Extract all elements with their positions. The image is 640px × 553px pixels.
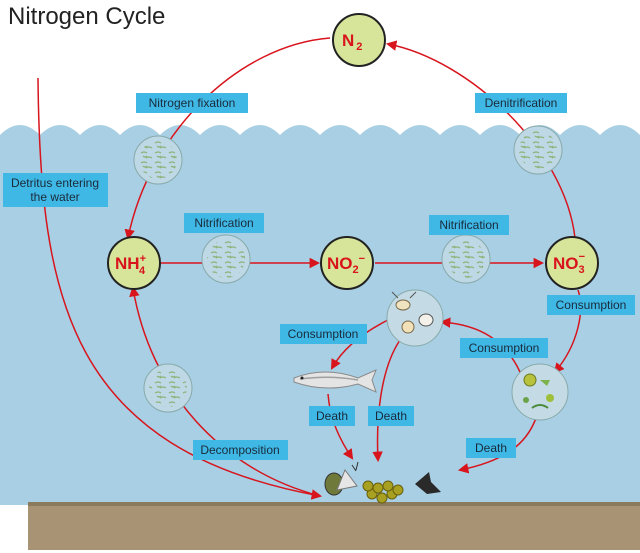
label-consumption-right: Consumption bbox=[547, 295, 635, 315]
phytoplankton-bubble bbox=[511, 363, 569, 421]
bacteria-bubble-nitrification-1 bbox=[201, 234, 251, 284]
svg-text:the water: the water bbox=[30, 190, 79, 204]
label-consumption-left: Consumption bbox=[280, 324, 367, 344]
svg-text:Death: Death bbox=[375, 409, 407, 423]
node-no3: NO3− bbox=[545, 236, 599, 290]
label-death-left: Death bbox=[309, 406, 355, 426]
label-death-right: Death bbox=[466, 438, 516, 458]
bacteria-bubble-decomposition bbox=[143, 363, 193, 413]
svg-text:Detritus entering: Detritus entering bbox=[11, 176, 99, 190]
svg-text:N2: N2 bbox=[342, 31, 362, 53]
label-nitrification-1: Nitrification bbox=[184, 213, 264, 233]
sediment-layer bbox=[28, 502, 640, 550]
svg-text:Death: Death bbox=[475, 441, 507, 455]
label-nitrification-2: Nitrification bbox=[429, 215, 509, 235]
svg-text:Nitrification: Nitrification bbox=[439, 218, 498, 232]
node-nh4: NH+4 bbox=[107, 236, 161, 290]
arrow-consumption-mid bbox=[439, 317, 521, 373]
bacteria-bubble-fixation bbox=[133, 135, 183, 185]
svg-text:Consumption: Consumption bbox=[288, 327, 359, 341]
label-death-mid: Death bbox=[368, 406, 414, 426]
label-detritus-entering: Detritus entering the water bbox=[3, 173, 108, 207]
diagram-title: Nitrogen Cycle bbox=[8, 3, 165, 30]
sediment-top-edge bbox=[28, 502, 640, 506]
svg-text:NO2−: NO2− bbox=[327, 253, 365, 276]
arrow-death-left bbox=[327, 393, 354, 460]
arrow-denitrification bbox=[385, 40, 576, 239]
arrow-detritus bbox=[37, 77, 323, 500]
zooplankton-bubble bbox=[386, 289, 444, 347]
svg-text:Nitrogen fixation: Nitrogen fixation bbox=[149, 96, 236, 110]
label-nitrogen-fixation: Nitrogen fixation bbox=[136, 93, 248, 113]
svg-text:NO3−: NO3− bbox=[553, 251, 585, 276]
svg-text:Nitrification: Nitrification bbox=[194, 216, 253, 230]
svg-text:NH+4: NH+4 bbox=[115, 253, 146, 277]
svg-text:Decomposition: Decomposition bbox=[200, 443, 279, 457]
label-denitrification: Denitrification bbox=[475, 93, 567, 113]
svg-text:Death: Death bbox=[316, 409, 348, 423]
svg-text:Consumption: Consumption bbox=[556, 298, 627, 312]
label-decomposition: Decomposition bbox=[193, 440, 288, 460]
fish-illustration bbox=[293, 369, 377, 393]
svg-text:Denitrification: Denitrification bbox=[485, 96, 558, 110]
svg-text:Consumption: Consumption bbox=[469, 341, 540, 355]
label-consumption-mid: Consumption bbox=[460, 338, 548, 358]
arrow-death-mid bbox=[372, 339, 401, 463]
node-no2: NO2− bbox=[320, 236, 374, 290]
bacteria-bubble-denitrification bbox=[513, 125, 563, 175]
detritus-pile bbox=[324, 461, 441, 504]
bacteria-bubble-nitrification-2 bbox=[441, 234, 491, 284]
arrow-decomposition bbox=[129, 285, 321, 497]
